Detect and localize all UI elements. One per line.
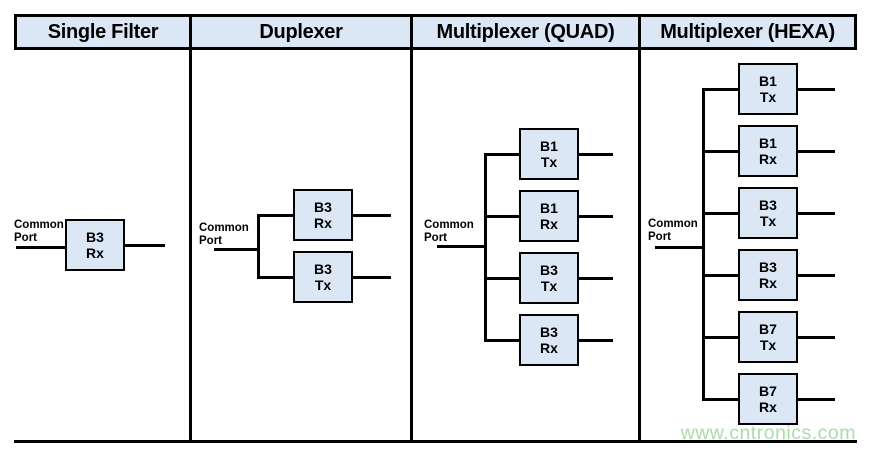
filter-path-label: Rx <box>759 399 777 415</box>
output-line <box>798 87 835 91</box>
common-port-line <box>16 246 65 249</box>
filter-box: B3 Tx <box>519 252 579 304</box>
filter-path-label: Tx <box>759 89 777 105</box>
filter-band-label: B3 <box>86 229 104 245</box>
filter-band-label: B3 <box>540 324 558 340</box>
common-port-label: Common Port <box>648 218 698 243</box>
output-line <box>798 273 835 277</box>
common-port-label: Common Port <box>199 222 249 247</box>
branch-line <box>702 273 738 277</box>
column-divider <box>189 50 192 440</box>
output-line <box>579 214 613 218</box>
bus-line <box>484 152 487 342</box>
bus-line <box>702 87 705 401</box>
filter-box: B1 Tx <box>519 128 579 180</box>
output-line <box>798 335 835 339</box>
common-port-label: Common Port <box>424 219 474 244</box>
filter-band-label: B3 <box>314 261 332 277</box>
filter-box: B3 Rx <box>65 219 125 271</box>
filter-box: B1 Rx <box>738 125 798 177</box>
bus-line <box>257 214 260 279</box>
branch-line <box>702 87 738 91</box>
output-line <box>798 149 835 153</box>
filter-path-label: Tx <box>759 337 777 353</box>
filter-band-label: B7 <box>759 383 777 399</box>
branch-line <box>702 335 738 339</box>
filter-band-label: B3 <box>759 197 777 213</box>
output-line <box>125 243 165 247</box>
filter-box: B7 Rx <box>738 373 798 425</box>
filter-box: B1 Tx <box>738 63 798 115</box>
header-cell-multiplexer-hexa: Multiplexer (HEXA) <box>638 14 857 50</box>
branch-line <box>257 275 293 279</box>
filter-box: B3 Rx <box>293 189 353 241</box>
filter-path-label: Rx <box>314 215 332 231</box>
filter-band-label: B1 <box>540 138 558 154</box>
branch-line <box>484 214 519 218</box>
column-divider <box>638 50 641 440</box>
output-line <box>579 152 613 156</box>
filter-band-label: B3 <box>759 259 777 275</box>
filter-band-label: B1 <box>759 73 777 89</box>
header-cell-duplexer: Duplexer <box>189 14 413 50</box>
common-port-line <box>655 246 704 249</box>
filter-box: B3 Rx <box>519 314 579 366</box>
filter-band-label: B1 <box>540 200 558 216</box>
output-line <box>353 275 391 279</box>
column-divider <box>410 50 413 440</box>
branch-line <box>702 397 738 401</box>
filter-path-label: Tx <box>540 154 558 170</box>
filter-box: B3 Tx <box>293 251 353 303</box>
filter-box: B7 Tx <box>738 311 798 363</box>
header-cell-multiplexer-quad: Multiplexer (QUAD) <box>410 14 641 50</box>
filter-box: B3 Tx <box>738 187 798 239</box>
filter-path-label: Tx <box>759 213 777 229</box>
filter-band-label: B7 <box>759 321 777 337</box>
filter-path-label: Rx <box>759 275 777 291</box>
branch-line <box>702 149 738 153</box>
filter-box: B3 Rx <box>738 249 798 301</box>
branch-line <box>484 276 519 280</box>
common-port-line <box>214 248 260 251</box>
output-line <box>353 213 391 217</box>
filter-path-label: Tx <box>540 278 558 294</box>
output-line <box>579 276 613 280</box>
filter-band-label: B1 <box>759 135 777 151</box>
filter-path-label: Tx <box>314 277 332 293</box>
filter-band-label: B3 <box>314 199 332 215</box>
branch-line <box>484 338 519 342</box>
branch-line <box>257 213 293 217</box>
filter-band-label: B3 <box>540 262 558 278</box>
branch-line <box>484 152 519 156</box>
filter-path-label: Rx <box>86 245 104 261</box>
output-line <box>798 397 835 401</box>
output-line <box>798 211 835 215</box>
header-cell-single-filter: Single Filter <box>14 14 192 50</box>
common-port-line <box>437 245 486 248</box>
common-port-label: Common Port <box>14 219 64 244</box>
filter-box: B1 Rx <box>519 190 579 242</box>
watermark: www.cntronics.com <box>680 422 856 444</box>
filter-path-label: Rx <box>759 151 777 167</box>
filter-path-label: Rx <box>540 340 558 356</box>
table-bottom-border <box>14 440 857 443</box>
filter-path-label: Rx <box>540 216 558 232</box>
branch-line <box>702 211 738 215</box>
output-line <box>579 338 613 342</box>
